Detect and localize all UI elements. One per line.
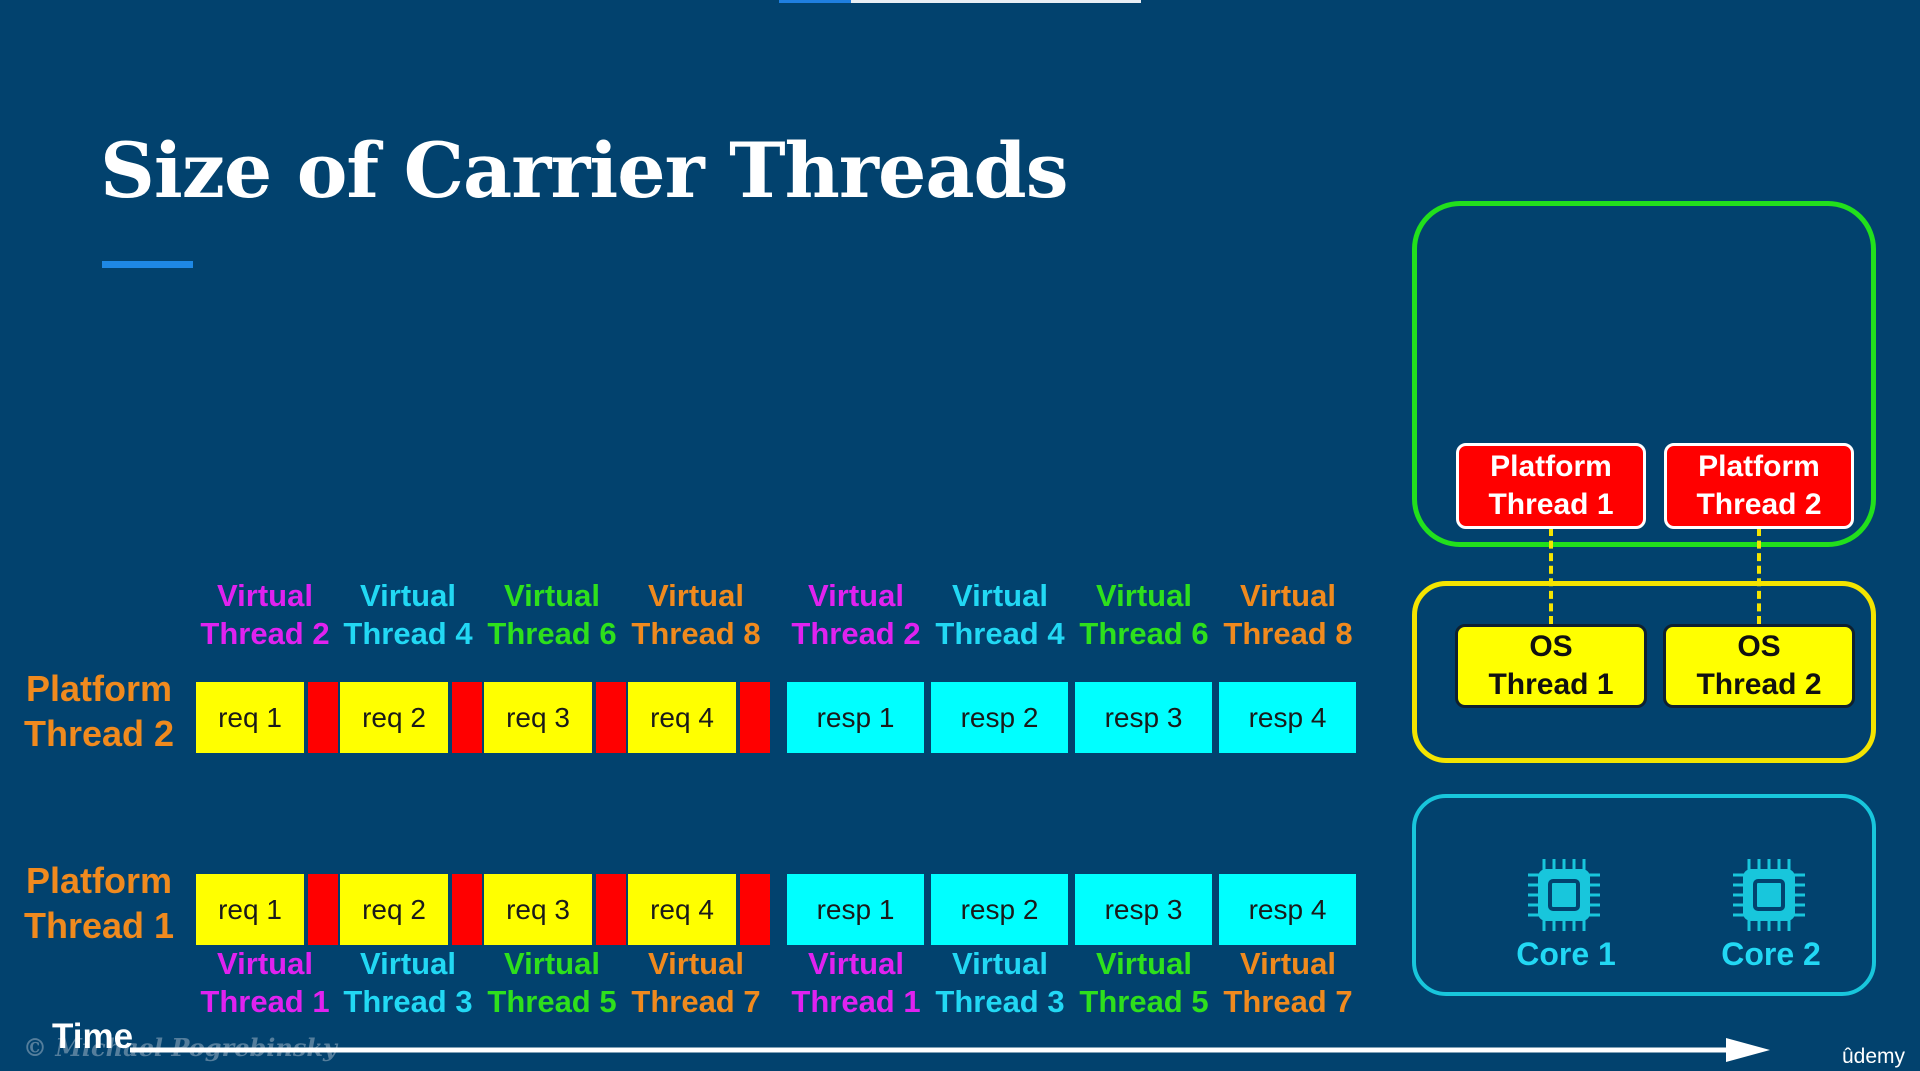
cpu-chip-icon: [1528, 859, 1600, 931]
request-block: req 1: [196, 874, 304, 945]
request-block: req 3: [484, 682, 592, 753]
response-block: resp 1: [787, 682, 924, 753]
title-underline: [102, 261, 193, 268]
thread-mapping-line: [1757, 528, 1761, 624]
response-block: resp 1: [787, 874, 924, 945]
response-block: resp 2: [931, 874, 1068, 945]
blocked-gap: [740, 874, 770, 945]
request-block: req 2: [340, 682, 448, 753]
blocked-gap: [452, 874, 482, 945]
blocked-gap: [308, 682, 338, 753]
hardware-container: [1412, 794, 1876, 996]
udemy-logo: ûdemy: [1842, 1045, 1906, 1068]
thread-mapping-line: [1549, 528, 1553, 624]
request-block: req 4: [628, 874, 736, 945]
response-block: resp 4: [1219, 874, 1356, 945]
video-progress-fill: [779, 0, 851, 3]
core-2-label: Core 2: [1721, 936, 1821, 972]
os-container: [1412, 581, 1876, 763]
response-block: resp 3: [1075, 682, 1212, 753]
core-1-label: Core 1: [1516, 936, 1616, 972]
blocked-gap: [740, 682, 770, 753]
time-axis-label: Time: [52, 1017, 134, 1056]
request-block: req 3: [484, 874, 592, 945]
blocked-gap: [596, 874, 626, 945]
cpu-chip-icon: [1733, 859, 1805, 931]
blocked-gap: [308, 874, 338, 945]
blocked-gap: [596, 682, 626, 753]
response-block: resp 3: [1075, 874, 1212, 945]
jvm-container: [1412, 201, 1876, 547]
blocked-gap: [452, 682, 482, 753]
request-block: req 4: [628, 682, 736, 753]
response-block: resp 4: [1219, 682, 1356, 753]
request-block: req 2: [340, 874, 448, 945]
response-block: resp 2: [931, 682, 1068, 753]
request-block: req 1: [196, 682, 304, 753]
video-progress-track[interactable]: [779, 0, 1141, 3]
time-axis-arrow: [130, 1038, 1770, 1062]
slide-title: Size of Carrier Threads: [100, 126, 1068, 215]
